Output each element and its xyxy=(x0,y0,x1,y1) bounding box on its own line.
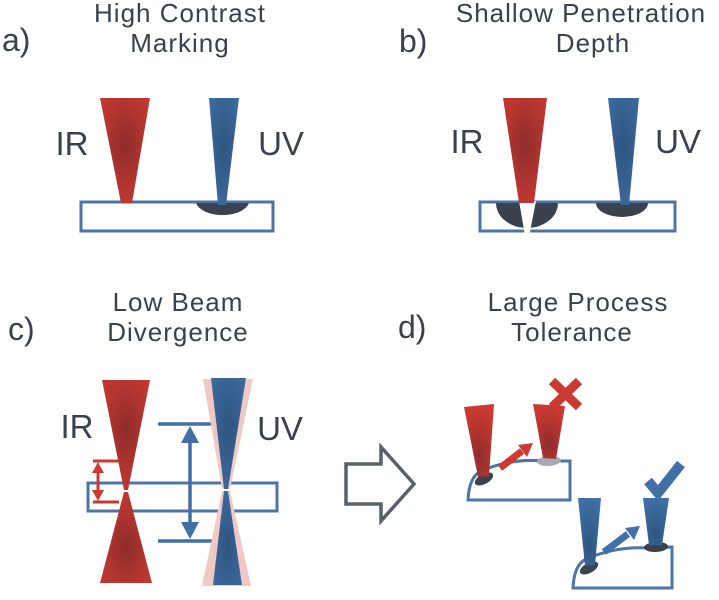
ir-beam-d-slope xyxy=(464,404,494,477)
ir-move-arrow xyxy=(497,443,533,471)
panel-a-title-line1: High Contrast xyxy=(94,0,266,28)
uv-beam-b xyxy=(608,98,639,205)
uv-tolerance-scene xyxy=(571,460,685,590)
uv-label-a: UV xyxy=(258,125,304,162)
ir-label-b: IR xyxy=(451,123,484,160)
crack-b xyxy=(519,201,536,247)
ir-tolerance-scene xyxy=(464,377,583,502)
panel-c: c) Low Beam Divergence IR UV xyxy=(8,287,303,586)
uv-label-c: UV xyxy=(257,410,303,447)
uv-mark-b xyxy=(596,203,648,217)
implication-arrow-icon xyxy=(344,442,417,526)
uv-mark-a xyxy=(196,203,249,216)
uv-dof-arrowhead-up xyxy=(181,426,199,443)
panel-c-title-line1: Low Beam xyxy=(113,287,244,317)
panel-a-title-line2: Marking xyxy=(130,28,229,58)
uv-beam-d-top xyxy=(643,498,669,545)
uv-label-b: UV xyxy=(655,123,701,160)
panel-c-letter: c) xyxy=(8,311,35,347)
uv-dof-arrowhead-down xyxy=(181,522,199,539)
panel-b-letter: b) xyxy=(399,23,427,59)
fail-x-icon xyxy=(548,377,583,411)
ir-beam-c-upper xyxy=(102,380,150,490)
uv-move-arrow-head xyxy=(625,526,640,540)
ir-beam-c-lower xyxy=(100,492,152,583)
panel-d-letter: d) xyxy=(398,309,426,345)
ir-beam-d-top xyxy=(533,404,565,459)
uv-move-arrow xyxy=(601,526,640,555)
panel-b: b) Shallow Penetration Depth IR UV xyxy=(399,0,706,247)
ir-dof-arrowhead-down xyxy=(92,490,104,501)
uv-move-arrow-shaft xyxy=(601,531,631,555)
uv-beam-c-upper xyxy=(211,378,246,489)
success-check-icon xyxy=(644,460,685,501)
panel-a: a) High Contrast Marking IR UV xyxy=(2,0,304,233)
substrate-c xyxy=(86,481,279,513)
ir-label-c: IR xyxy=(61,408,94,445)
panel-d-title-line1: Large Process xyxy=(488,287,669,317)
uv-beam-d-slope xyxy=(578,498,601,566)
ir-label-a: IR xyxy=(56,125,89,162)
ir-depth-of-focus-arrow xyxy=(92,459,119,504)
panel-d-title-line2: Tolerance xyxy=(511,317,633,347)
ir-move-arrow-shaft xyxy=(497,448,525,471)
panel-b-title-line2: Depth xyxy=(556,28,630,58)
panel-b-title-line1: Shallow Penetration xyxy=(456,0,706,28)
panel-a-letter: a) xyxy=(2,22,30,58)
ir-beam-b xyxy=(503,98,547,203)
uv-beam-c-lower xyxy=(213,491,242,585)
panel-c-title-line2: Divergence xyxy=(107,317,249,347)
ir-move-arrow-head xyxy=(518,443,533,457)
panel-d: d) Large Process Tolerance xyxy=(344,287,685,590)
ir-dof-lines xyxy=(93,459,119,504)
uv-beam-a xyxy=(209,98,239,205)
ir-dof-arrowhead-up xyxy=(92,462,104,473)
ir-beam-a xyxy=(100,98,150,203)
